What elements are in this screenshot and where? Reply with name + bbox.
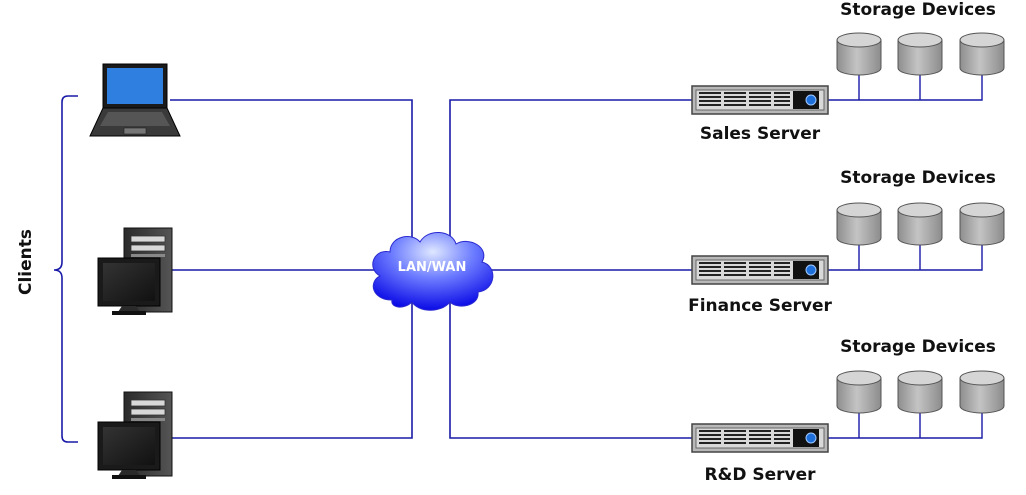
clients-bracket — [53, 95, 78, 443]
storage-devices-rd — [836, 370, 1005, 414]
sales-server-icon — [691, 85, 829, 115]
disk-icon — [836, 32, 882, 76]
connection-lines — [170, 99, 694, 439]
storage-devices-label-rd: Storage Devices — [840, 337, 996, 357]
desktop-computer-icon — [97, 227, 173, 316]
disk-icon — [897, 370, 943, 414]
disk-icon — [897, 32, 943, 76]
storage-devices-label-finance: Storage Devices — [840, 168, 996, 188]
finance-server-icon — [691, 255, 829, 285]
disk-icon — [897, 202, 943, 246]
link-sales-server — [449, 99, 694, 240]
disk-icon — [836, 202, 882, 246]
link-laptop — [170, 99, 413, 240]
storage-connectors — [828, 74, 983, 439]
disk-icon — [959, 370, 1005, 414]
disk-icon — [959, 202, 1005, 246]
network-label: LAN/WAN — [397, 260, 467, 275]
finance-server-label: Finance Server — [688, 296, 832, 316]
lan-wan-cloud-icon — [372, 232, 494, 311]
disk-icon — [836, 370, 882, 414]
disk-icon — [959, 32, 1005, 76]
clients-label: Clients — [16, 229, 36, 296]
storage-devices-finance — [836, 202, 1005, 246]
storage-devices-label-sales: Storage Devices — [840, 0, 996, 20]
rd-server-label: R&D Server — [704, 465, 816, 485]
link-rd-server — [449, 300, 694, 439]
link-desktop-2 — [170, 300, 413, 439]
sales-server-label: Sales Server — [699, 124, 821, 144]
rd-server-icon — [691, 423, 829, 453]
laptop-icon — [89, 63, 181, 137]
desktop-computer-icon — [97, 391, 173, 480]
storage-devices-sales — [836, 32, 1005, 76]
